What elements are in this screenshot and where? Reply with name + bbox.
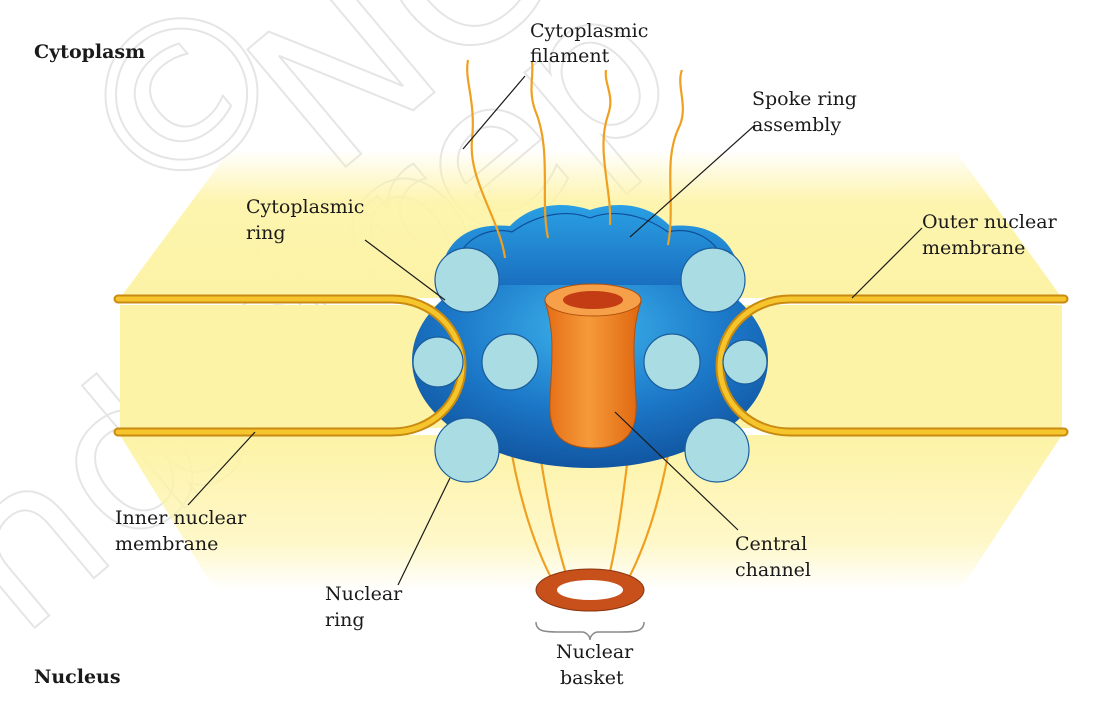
- region-label-cytoplasm: Cytoplasm: [34, 41, 145, 63]
- inner-membrane-plane: [120, 435, 1062, 590]
- region-label-nucleus: Nucleus: [34, 666, 121, 688]
- label-nuclear-basket: Nuclear basket: [556, 641, 639, 689]
- nuclear-ring-subunit: [434, 417, 500, 483]
- basket-brace: [535, 621, 645, 641]
- label-spoke-ring-assembly: Spoke ring assembly: [752, 88, 863, 136]
- nuclear-basket-ring: [535, 568, 645, 641]
- pore-ring-subunits: [412, 247, 768, 483]
- label-outer-nuclear-membrane: Outer nuclear membrane: [922, 211, 1063, 259]
- label-inner-nuclear-membrane: Inner nuclear membrane: [115, 507, 252, 555]
- label-central-channel: Central channel: [735, 533, 813, 581]
- cytoplasmic-ring-subunit: [434, 247, 500, 313]
- leader-lines: [187, 75, 923, 586]
- spoke-ring-assembly-cap: [440, 205, 740, 285]
- label-cytoplasmic-filament: Cytoplasmic filament: [530, 20, 654, 67]
- central-channel: [544, 283, 642, 449]
- label-cytoplasmic-ring: Cytoplasmic ring: [246, 196, 370, 244]
- cytoplasmic-filaments: [466, 59, 684, 259]
- label-nuclear-ring: Nuclear ring: [325, 583, 408, 631]
